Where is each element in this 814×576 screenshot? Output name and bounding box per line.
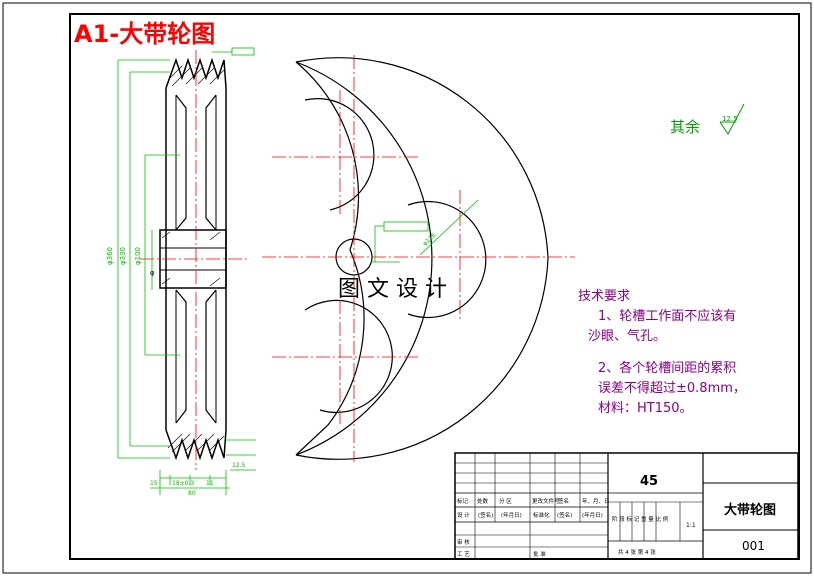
tech-item2-line2: 误差不得超过±0.8mm， [598,380,746,396]
roughness-other-value: 12.5 [722,115,738,123]
row-header-5: 年、月、日 [582,497,610,505]
standard-label: 标准化 [533,511,550,519]
dim-mid-diameter: φ330 [119,247,127,265]
row-header-2: 分 区 [499,497,512,505]
tech-item2-line3: 材料：HT150。 [598,401,693,416]
row-header-0: 标记 [457,497,469,505]
approve-label: 批 准 [533,550,546,558]
title-scale: 1:1 [686,522,696,529]
stage-header: 阶 段 标 记 重 量 比 例 [612,515,669,523]
roughness-other-label: 其余 [670,118,700,136]
review-label: 审 核 [457,538,470,546]
watermark-text: 图 文 设 计 [338,277,447,302]
standard-date: (年月日) [582,511,603,519]
title-material: 45 [640,474,658,489]
row-header-1: 处数 [477,497,489,505]
row-header-4: 签名 [558,497,569,505]
process-label: 工 艺 [457,551,470,558]
section-hatching [161,65,225,453]
front-view-center-lines [262,55,575,462]
left-dimension-lines [117,47,256,495]
front-view-leaders [370,199,479,263]
tech-requirements: 技术要求 1、轮槽工作面不应该有 沙眼、气孔。 2、各个轮槽间距的累积 误差不得… [578,289,746,416]
dim-right-small: 12.5 [232,462,246,469]
tech-heading: 技术要求 [578,289,630,304]
dim-bore: φ [150,269,155,277]
sheet-title: A1-大带轮图 [74,20,215,48]
dim-bottom-mid2: 11 [206,480,214,487]
title-drawing-number: 001 [742,539,765,553]
dim-bottom-mid: 18±0.3 [172,480,194,487]
standard-sign: (签名) [557,511,572,519]
design-date: (年月日) [501,511,522,519]
row-header-3: 更改文件号 [532,497,560,505]
dim-bottom-total: 80 [188,490,196,497]
design-sign: (签名) [478,511,493,519]
tech-item1-line1: 1、轮槽工作面不应该有 [598,308,736,324]
title-block-labels: 标记 处数 分 区 更改文件号 签名 年、月、日 设 计 (签名) (年月日) … [457,497,669,558]
design-label: 设 计 [457,511,470,519]
inner-border [69,13,800,560]
dim-big-diameter: φ360 [106,247,114,265]
dim-circle-diameter: φ116 [422,232,438,248]
dim-bottom-left: 15 [150,480,158,487]
sheet-count: 共 4 张 第 4 张 [618,548,656,556]
roughness-symbol [719,103,745,135]
title-part-name: 大带轮图 [724,502,776,518]
tech-item1-line2: 沙眼、气孔。 [588,328,666,344]
tech-item2-line1: 2、各个轮槽间距的累积 [598,360,736,376]
front-half-view [295,57,549,460]
dim-hub-diameter: φ100 [134,247,142,265]
title-block [454,452,799,560]
